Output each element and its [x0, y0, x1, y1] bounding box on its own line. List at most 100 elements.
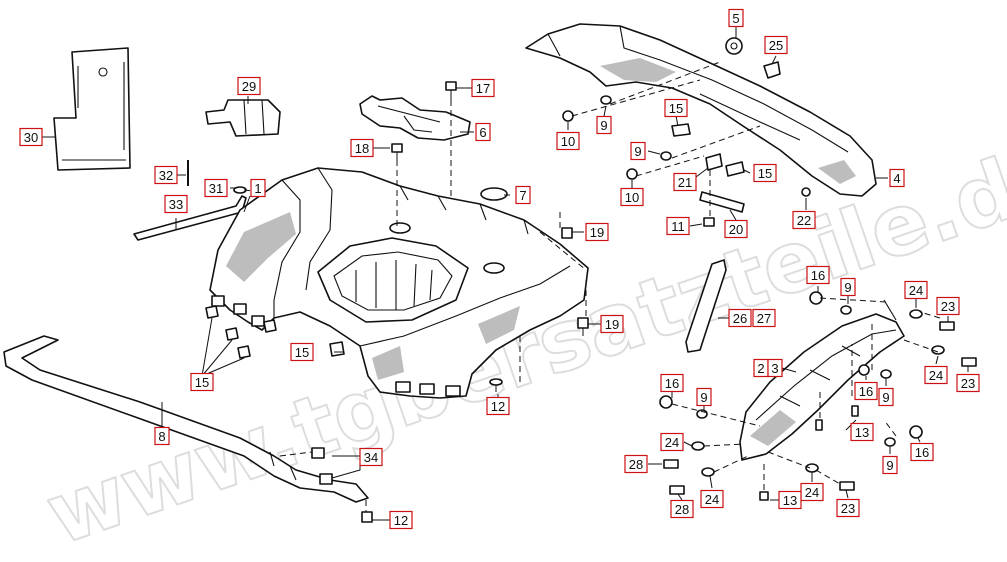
- callout-number: 15: [758, 166, 772, 181]
- callout-c1: 1: [250, 178, 266, 198]
- part-clip-15-upper: [671, 123, 691, 137]
- callout-number: 19: [590, 225, 604, 240]
- callout-c24d: 24: [700, 489, 724, 509]
- callout-number: 6: [479, 125, 486, 140]
- callout-number: 7: [519, 188, 526, 203]
- callout-number: 28: [629, 457, 643, 472]
- callout-number: 24: [805, 485, 819, 500]
- callout-box: [660, 432, 684, 452]
- callout-c19b: 19: [600, 314, 624, 334]
- callout-c23c: 23: [836, 498, 860, 518]
- leader-lines: [42, 26, 969, 521]
- callout-number: 15: [195, 375, 209, 390]
- fastener-washer-9-mid: [660, 151, 672, 161]
- callout-box: [889, 168, 905, 188]
- callout-number: 10: [561, 134, 575, 149]
- callout-box: [767, 358, 783, 378]
- fastener-bolts-34: [311, 447, 333, 485]
- callout-c24b: 24: [924, 365, 948, 385]
- fastener-screw-19-lower: [577, 317, 589, 336]
- callout-number: 19: [605, 317, 619, 332]
- callout-c16d: 16: [910, 442, 934, 462]
- callout-c9a: 9: [596, 115, 612, 135]
- callout-c24c: 24: [660, 432, 684, 452]
- callout-box: [806, 265, 830, 285]
- callout-box: [666, 216, 690, 236]
- callout-c31: 31: [204, 178, 228, 198]
- callout-box: [154, 165, 178, 185]
- callout-box: [190, 372, 214, 392]
- callout-c23b: 23: [956, 373, 980, 393]
- callout-number: 4: [893, 171, 900, 186]
- callout-number: 28: [675, 502, 689, 517]
- callout-number: 26: [733, 311, 747, 326]
- callout-number: 31: [209, 181, 223, 196]
- fastener-set-right: [659, 291, 977, 501]
- part-clip-21: [705, 153, 723, 171]
- callout-number: 16: [859, 384, 873, 399]
- callout-number: 9: [844, 280, 851, 295]
- callout-box: [624, 454, 648, 474]
- callout-box: [764, 35, 788, 55]
- callout-c15d: 15: [290, 342, 314, 362]
- callout-box: [389, 510, 413, 530]
- callout-number: 13: [855, 425, 869, 440]
- callout-box: [728, 308, 752, 328]
- callout-c29: 29: [237, 76, 261, 96]
- assembly-lines: [243, 61, 941, 512]
- fastener-bolt-18: [391, 143, 403, 160]
- callout-number: 9: [600, 118, 607, 133]
- callout-box: [556, 131, 580, 151]
- callout-number: 9: [700, 390, 707, 405]
- callout-box: [471, 78, 495, 98]
- callout-c16a: 16: [806, 265, 830, 285]
- callout-c28a: 28: [624, 454, 648, 474]
- callout-number: 15: [295, 345, 309, 360]
- callout-number: 24: [909, 283, 923, 298]
- callout-c23a: 23: [936, 296, 960, 316]
- part-strap: [699, 191, 745, 213]
- callout-box: [19, 127, 43, 147]
- callout-box: [778, 490, 802, 510]
- callout-c13b: 13: [778, 490, 802, 510]
- callout-c20: 20: [724, 219, 748, 239]
- fastener-nut-10-upper: [562, 110, 574, 122]
- callout-box: [359, 447, 383, 467]
- callout-box: [936, 296, 960, 316]
- callout-c15a: 15: [664, 98, 688, 118]
- callout-box: [956, 373, 980, 393]
- callout-c10a: 10: [556, 131, 580, 151]
- callout-number: 16: [915, 445, 929, 460]
- callout-c24a: 24: [904, 280, 928, 300]
- callout-box: [250, 178, 266, 198]
- callout-box: [204, 178, 228, 198]
- callout-c9d: 9: [878, 387, 894, 407]
- part-small-clip: [763, 61, 781, 79]
- part-knob: [725, 37, 743, 55]
- callout-c18: 18: [350, 138, 374, 158]
- callout-c34: 34: [359, 447, 383, 467]
- callout-number: 32: [159, 168, 173, 183]
- callout-c28b: 28: [670, 499, 694, 519]
- callout-c3: 3: [767, 358, 783, 378]
- callout-number: 33: [169, 197, 183, 212]
- callout-box: [350, 138, 374, 158]
- callout-c19a: 19: [585, 222, 609, 242]
- callout-number: 8: [158, 429, 165, 444]
- part-side-rail: [739, 299, 905, 461]
- callout-c5: 5: [728, 8, 744, 28]
- callout-c33: 33: [164, 194, 188, 214]
- callout-number: 16: [665, 376, 679, 391]
- callout-c22: 22: [792, 210, 816, 230]
- callout-number: 27: [757, 311, 771, 326]
- callout-number: 21: [678, 175, 692, 190]
- callout-c21: 21: [673, 172, 697, 192]
- callout-c9f: 9: [882, 455, 898, 475]
- part-brace: [133, 195, 247, 241]
- fastener-screw-19-upper: [561, 227, 573, 239]
- callout-box: [673, 172, 697, 192]
- callout-c16c: 16: [660, 373, 684, 393]
- callout-box: [154, 426, 170, 446]
